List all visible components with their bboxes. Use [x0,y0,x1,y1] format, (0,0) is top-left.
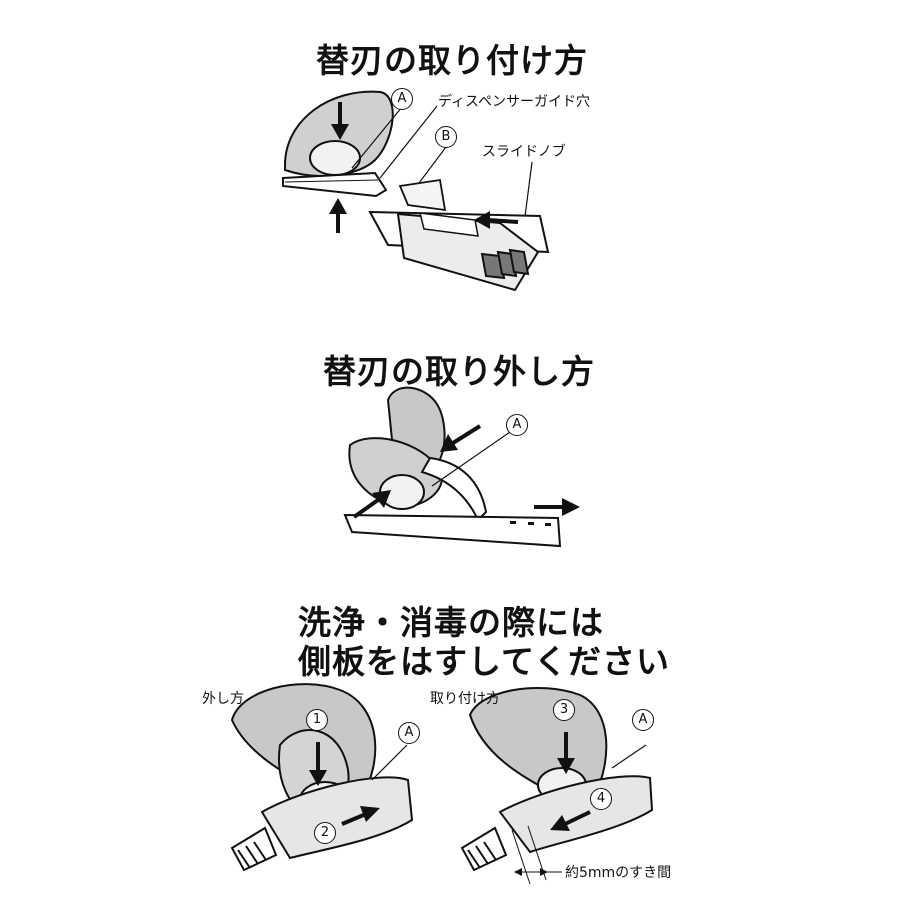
gap-note-label: 約5mmのすき間 [565,865,672,881]
attach-panel-label: 取り付け方 [430,691,500,707]
blade-bar [282,171,388,198]
remove-rail [343,513,562,548]
remove-right-arrow [534,498,580,516]
remove-title: 替刃の取り外し方 [323,352,595,391]
thumbnail [309,140,361,176]
step-4-circle: 4 [590,788,612,810]
right-left-arrow [550,810,591,831]
cleaning-title-line1: 洗浄・消毒の際には [298,603,604,642]
left-right-arrow [341,806,380,826]
left-callout-a-circle: A [398,722,420,744]
callout-a-circle: A [391,88,413,110]
slide-knob-label: スライドノブ [482,144,566,160]
remove-callout-a-circle: A [506,414,528,436]
left-body [260,776,414,860]
step-3-circle: 3 [553,699,575,721]
callout-b-circle: B [435,126,457,148]
cleaning-title-line2: 側板をはすしてください [298,642,671,681]
right-down-arrow [557,732,575,774]
press-up-arrow [329,198,347,233]
step-1-circle: 1 [306,709,328,731]
step-2-circle: 2 [314,822,336,844]
remove-panel-label: 外し方 [202,691,244,707]
right-body [498,775,654,854]
dispenser-hole-label: ディスペンサーガイド穴 [438,94,591,110]
right-callout-a-circle: A [632,709,654,731]
remove-press-arrow [440,424,482,452]
grip-stripes [480,248,530,280]
press-down-arrow [331,102,349,140]
attach-title: 替刃の取り付け方 [316,41,588,80]
remove-thumb-arrow [352,490,391,519]
left-down-arrow [309,742,327,786]
slide-left-arrow [474,211,519,229]
